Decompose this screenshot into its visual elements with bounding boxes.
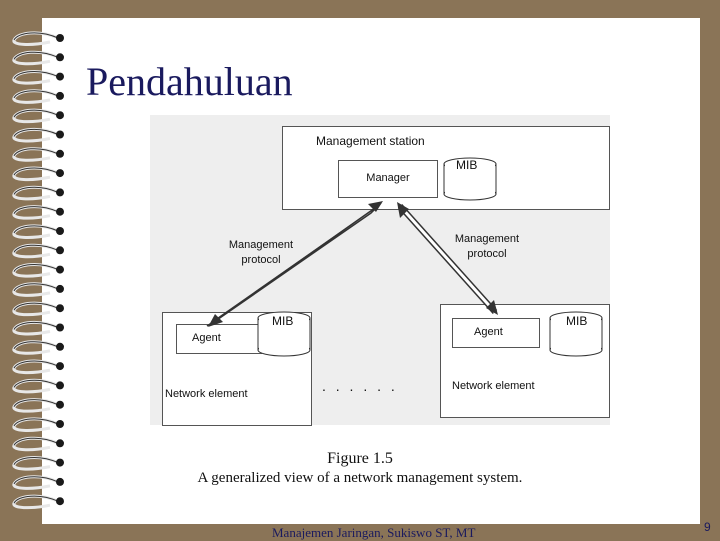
protocol-label-left-line1: Management — [228, 239, 294, 251]
binding-ring — [12, 321, 64, 336]
figure-caption-text: A generalized view of a network manageme… — [197, 470, 523, 486]
agent-box-right — [452, 318, 540, 348]
binding-ring — [12, 205, 64, 220]
protocol-arrow-left — [206, 201, 383, 327]
figure-caption-number: Figure 1.5 — [327, 450, 393, 467]
mib-label-left: MIB — [272, 314, 294, 328]
binding-ring — [12, 166, 64, 182]
binding-ring — [12, 398, 64, 413]
binding-ring — [12, 31, 64, 46]
mib-label-station: MIB — [456, 158, 478, 172]
binding-ring — [12, 340, 64, 355]
binding-ring — [12, 108, 64, 124]
protocol-label-left: Management protocol — [218, 238, 304, 268]
agent-label-left: Agent — [192, 332, 221, 344]
manager-label: Manager — [366, 172, 410, 184]
binding-ring — [12, 494, 64, 510]
slide-title: Pendahuluan — [86, 59, 293, 104]
binding-ring — [12, 417, 64, 432]
binding-ring — [12, 89, 64, 104]
binding-ring — [12, 185, 64, 201]
protocol-label-right: Management protocol — [444, 232, 530, 262]
binding-ring — [12, 147, 64, 162]
protocol-label-left-line2: protocol — [241, 254, 281, 266]
binding-ring — [12, 243, 64, 259]
binding-ring — [12, 263, 64, 278]
ellipsis-dots: . . . . . . — [322, 378, 398, 394]
protocol-label-right-line1: Management — [454, 233, 520, 245]
agent-label-right: Agent — [474, 326, 503, 338]
page-number: 9 — [704, 520, 711, 534]
binding-ring — [12, 70, 64, 85]
slide-footer: Manajemen Jaringan, Sukiswo ST, MT — [272, 525, 476, 540]
binding-ring — [12, 436, 64, 452]
agent-box-left — [176, 324, 262, 354]
network-element-label-left: Network element — [165, 388, 248, 400]
binding-ring — [12, 475, 64, 490]
binding-ring — [12, 128, 64, 143]
protocol-label-right-line2: protocol — [467, 248, 507, 260]
manager-box — [338, 160, 438, 198]
mib-cylinder-station — [443, 157, 497, 201]
mib-cylinder-left — [257, 311, 311, 357]
mib-cylinder-right — [549, 311, 603, 357]
binding-ring — [12, 456, 64, 471]
spiral-rings-svg — [12, 31, 64, 510]
protocol-arrow-right — [397, 202, 498, 315]
mib-label-right: MIB — [566, 314, 588, 328]
binding-ring — [12, 50, 64, 66]
management-station-label: Management station — [316, 134, 425, 148]
binding-ring — [12, 301, 64, 317]
binding-ring — [12, 224, 64, 239]
binding-ring — [12, 282, 64, 297]
binding-ring — [12, 359, 64, 375]
network-element-label-right: Network element — [452, 380, 535, 392]
binding-ring — [12, 378, 64, 394]
